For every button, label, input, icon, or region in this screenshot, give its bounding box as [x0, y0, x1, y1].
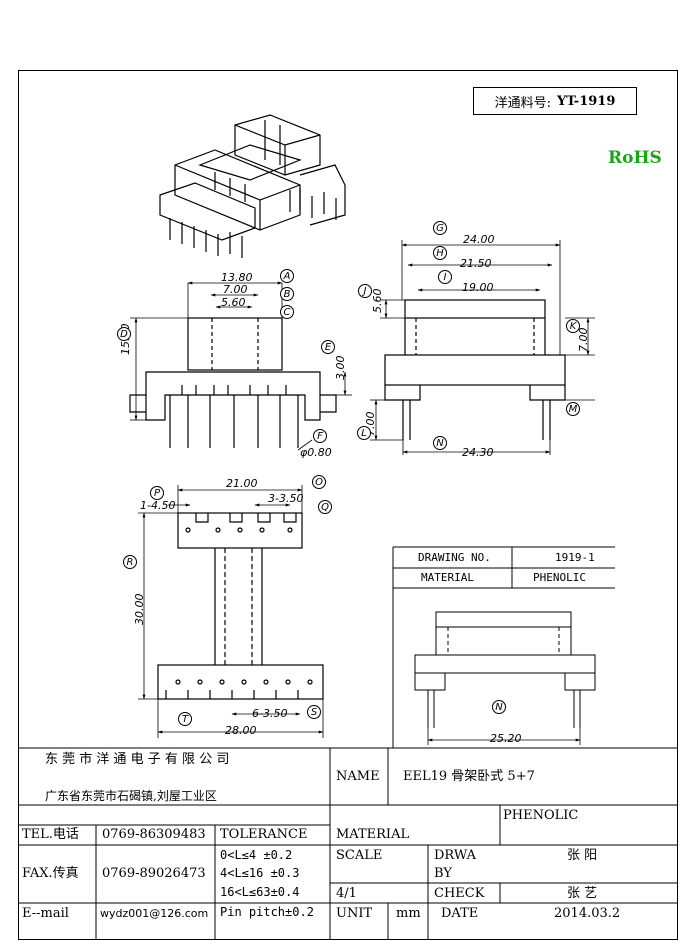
fax-label: FAX.传真 [22, 866, 79, 881]
unit-label: UNIT [336, 906, 373, 921]
callout-t: T [178, 712, 192, 726]
isometric-view [159, 114, 346, 258]
inset-material-label: MATERIAL [421, 571, 474, 584]
name-label: NAME [336, 769, 380, 784]
callout-f: F [313, 429, 327, 443]
check-label: CHECK [434, 886, 485, 901]
dim-21-50: 21.50 [460, 257, 492, 270]
scale-label: SCALE [336, 848, 383, 863]
callout-i: I [438, 270, 452, 284]
drawn-by-value: 张 阳 [567, 848, 598, 863]
dim-7-00: 7.00 [223, 283, 248, 296]
email-label: E--mail [22, 906, 69, 921]
material-label: MATERIAL [336, 827, 410, 842]
callout-j: J [358, 284, 372, 298]
callout-d: D [117, 327, 131, 341]
callout-r: R [123, 555, 137, 569]
tolerance-row-2: 4<L≤16 ±0.3 [220, 866, 300, 880]
check-value: 张 艺 [567, 886, 598, 901]
tel-label: TEL.电话 [22, 827, 79, 842]
inset-callout-n: N [492, 700, 506, 714]
dim-1-4-50: 1-4.50 [140, 499, 176, 512]
company-name: 东 莞 市 洋 通 电 子 有 限 公 司 [45, 752, 230, 767]
dim-30-00: 30.00 [133, 593, 146, 626]
dim-5-60: 5.60 [221, 296, 246, 309]
side-view-dims [370, 240, 595, 455]
dim-3-3-50: 3-3.50 [268, 492, 304, 505]
name-value: EEL19 骨架卧式 5+7 [403, 769, 535, 784]
title-block-grid [18, 747, 678, 940]
callout-o: O [312, 475, 326, 489]
tolerance-row-4: Pin pitch±0.2 [220, 905, 314, 919]
rohs-mark: RoHS [608, 148, 662, 168]
date-label: DATE [441, 906, 479, 921]
callout-g: G [433, 221, 447, 235]
dim-3-00: 3.00 [334, 355, 347, 381]
drawn-by-label-2: BY [434, 866, 452, 881]
unit-value: mm [396, 906, 421, 921]
dim-phi-0-80: φ0.80 [300, 446, 332, 459]
tel-value: 0769-86309483 [102, 827, 206, 842]
inset-drawing-no-label: DRAWING NO. [418, 551, 491, 564]
tolerance-row-3: 16<L≤63±0.4 [220, 885, 300, 899]
tolerance-label: TOLERANCE [220, 827, 308, 842]
part-number-label: 洋通料号: [494, 95, 551, 111]
inset-block [392, 546, 615, 748]
dim-7-00-side: 7.00 [577, 327, 590, 353]
bottom-view [157, 512, 324, 700]
drawing-sheet-border [18, 70, 678, 940]
company-address: 广东省东莞市石碣镇,刘屋工业区 [45, 789, 217, 803]
callout-c: C [280, 305, 294, 319]
callout-n: N [433, 436, 447, 450]
dim-21-00: 21.00 [226, 477, 258, 490]
callout-p: P [150, 486, 164, 500]
callout-q: Q [318, 500, 332, 514]
email-value: wydz001@126.com [100, 907, 209, 920]
dim-24-30: 24.30 [462, 446, 494, 459]
callout-b: B [280, 287, 294, 301]
callout-l: L [357, 426, 371, 440]
dim-6-3-50: 6-3.50 [252, 707, 288, 720]
material-value: PHENOLIC [503, 808, 579, 823]
callout-m: M [566, 402, 580, 416]
dim-28-00: 28.00 [225, 724, 257, 737]
scale-value: 4/1 [336, 886, 357, 901]
callout-s: S [307, 705, 321, 719]
date-value: 2014.03.2 [554, 906, 621, 921]
inset-drawing-no-value: 1919-1 [555, 551, 595, 564]
drawn-by-label-1: DRWA [434, 848, 477, 863]
bottom-view-dims [138, 485, 324, 738]
dim-19-00: 19.00 [462, 281, 494, 294]
fax-value: 0769-89026473 [102, 866, 206, 881]
front-view [129, 317, 337, 448]
side-view [384, 299, 566, 440]
callout-e: E [321, 340, 335, 354]
inset-material-value: PHENOLIC [533, 571, 586, 584]
tolerance-row-1: 0<L≤4 ±0.2 [220, 848, 293, 862]
callout-a: A [280, 269, 294, 283]
callout-h: H [433, 246, 447, 260]
part-number-value: YT-1919 [557, 93, 616, 109]
dim-5-60-side: 5.60 [371, 288, 384, 314]
dim-13-80: 13.80 [221, 271, 253, 284]
callout-k: K [566, 319, 580, 333]
part-number-box: 洋通料号: YT-1919 [473, 87, 637, 115]
dim-24-00: 24.00 [463, 233, 495, 246]
dim-25-20: 25.20 [490, 732, 522, 745]
